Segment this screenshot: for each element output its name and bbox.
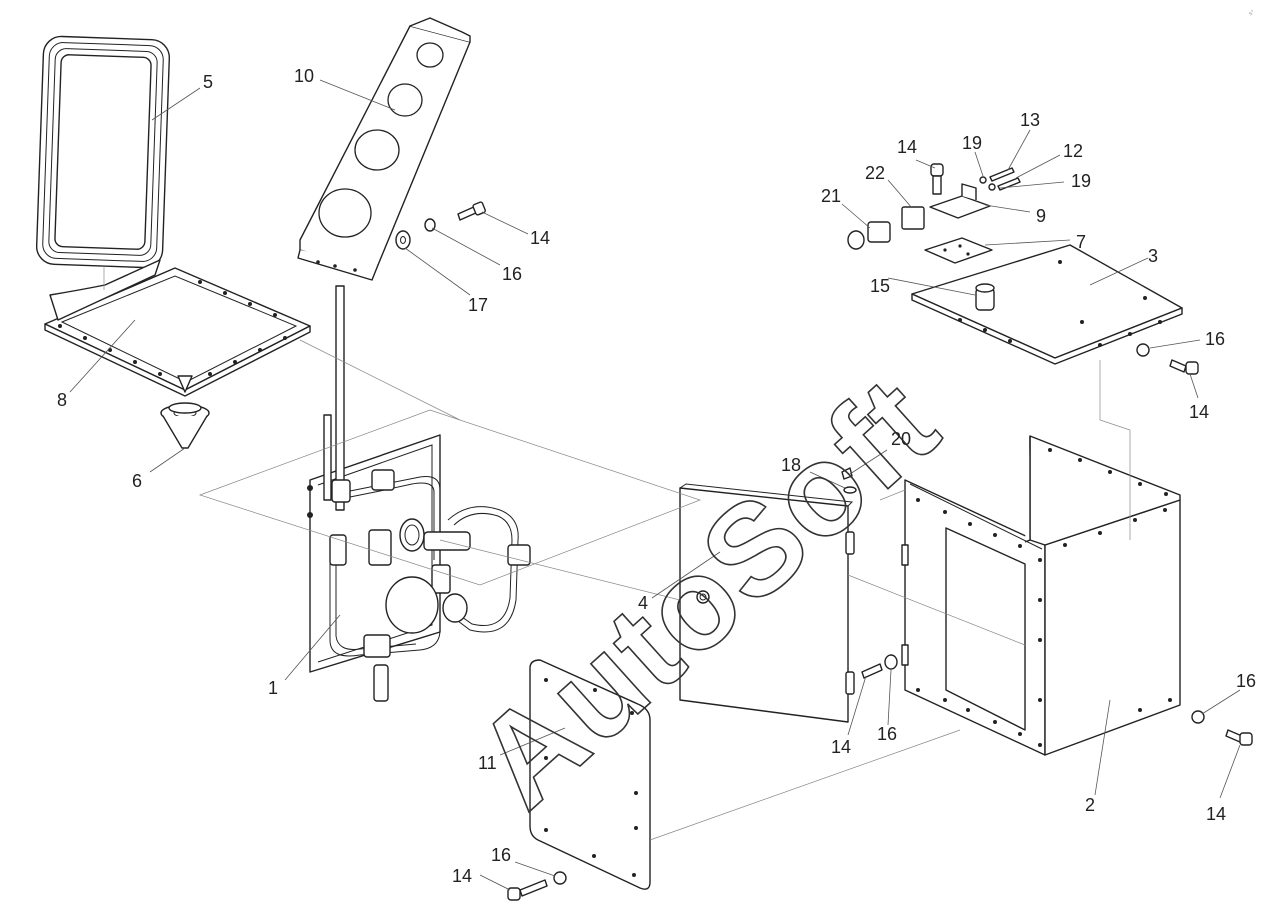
part-16-nut-housing [1191, 710, 1205, 724]
callout-18: 18 [781, 455, 801, 475]
part-2-housing [901, 435, 1181, 756]
part-8-tray [44, 259, 311, 397]
part-13-screw [989, 167, 1015, 182]
assembly-guide-lines [103, 266, 1131, 841]
callout-9: 9 [1036, 206, 1046, 226]
callout-16-door: 16 [877, 724, 897, 744]
part-14-bolt-cover [507, 879, 548, 901]
callout-14-bracket: 14 [530, 228, 550, 248]
callout-labels: 5 10 14 16 17 8 6 1 11 14 16 4 18 20 14 … [57, 66, 1256, 886]
callout-2: 2 [1085, 795, 1095, 815]
part-14-bolt-bracket [457, 201, 486, 221]
callout-14-top: 14 [897, 137, 917, 157]
part-7-plate [924, 237, 993, 264]
callout-20: 20 [891, 429, 911, 449]
callout-10: 10 [294, 66, 314, 86]
part-18-washer [843, 486, 857, 494]
callout-11: 11 [478, 753, 497, 773]
callout-16-bracket: 16 [502, 264, 522, 284]
part-16-nut-top [1136, 343, 1150, 357]
callout-6: 6 [132, 471, 142, 491]
callout-14-top-right: 14 [1189, 402, 1209, 422]
part-14-bolt-right [1169, 359, 1199, 375]
part-17-washer [395, 230, 411, 250]
callout-12: 12 [1063, 141, 1083, 161]
callout-5: 5 [203, 72, 213, 92]
callout-16-cover: 16 [491, 845, 511, 865]
part-16-nut-cover [553, 871, 567, 885]
callout-16-top-right: 16 [1205, 329, 1225, 349]
leader-lines [69, 79, 1241, 891]
callout-19-side: 19 [1071, 171, 1091, 191]
part-12-screw [997, 177, 1021, 191]
callout-15: 15 [870, 276, 890, 296]
part-15-fitting [975, 283, 995, 311]
part-14-bolt-housing [1225, 729, 1253, 746]
callout-16-housing: 16 [1236, 671, 1256, 691]
callout-1: 1 [268, 678, 278, 698]
part-19-washer-top [979, 176, 996, 191]
callout-14-door: 14 [831, 737, 851, 757]
part-20-clip [841, 467, 853, 480]
part-4-door [679, 483, 855, 723]
callout-8: 8 [57, 390, 67, 410]
corner-mark: s° [1248, 9, 1256, 17]
part-16-nut-door [884, 654, 898, 670]
callout-17: 17 [468, 295, 488, 315]
callout-13: 13 [1020, 110, 1040, 130]
part-14-bolt-top [930, 163, 944, 195]
part-14-bolt-door [861, 663, 883, 679]
part-1-plumbing-panel [307, 285, 531, 702]
callout-21: 21 [821, 186, 841, 206]
part-11-cover-plate [529, 659, 651, 890]
part-21-fitting [847, 221, 891, 250]
part-5-seal-frame [35, 35, 171, 269]
callout-7: 7 [1076, 232, 1086, 252]
callout-3: 3 [1148, 246, 1158, 266]
callout-14-housing: 14 [1206, 804, 1226, 824]
callout-19-top: 19 [962, 133, 982, 153]
callout-22: 22 [865, 163, 885, 183]
callout-14-cover: 14 [452, 866, 472, 886]
callout-4: 4 [638, 593, 648, 613]
watermark-text: AutoSoft [448, 349, 965, 835]
part-22-block [901, 206, 925, 230]
part-10-gauge-bracket [297, 17, 471, 281]
part-6-grommet [160, 402, 210, 449]
